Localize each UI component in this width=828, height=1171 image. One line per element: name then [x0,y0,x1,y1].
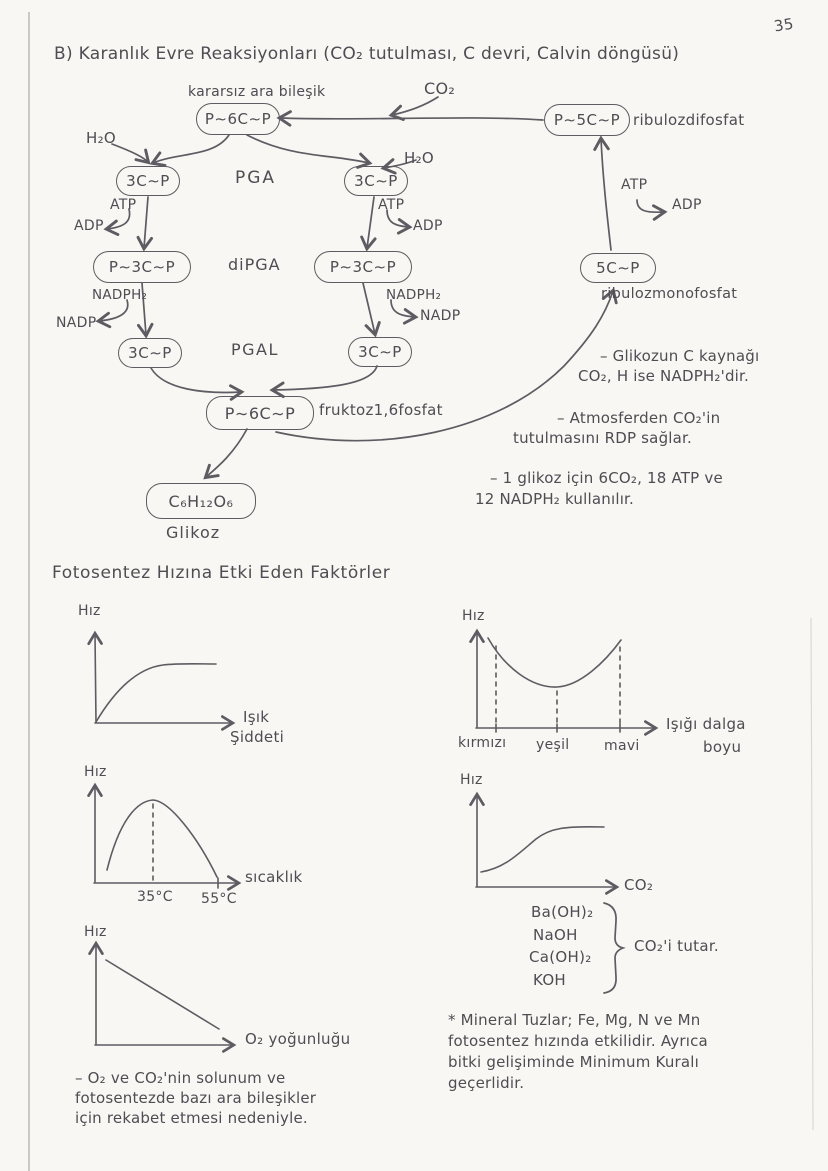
node-p6cp-bottom: P∼6C∼P [206,396,314,430]
node-p5cp-text: P∼5C∼P [553,111,621,129]
graph-light-axes [87,630,236,731]
h2o-left-label: H₂O [86,129,116,147]
adp-label-left: ADP [74,218,104,234]
minerals-note-line1: * Mineral Tuzlar; Fe, Mg, N ve Mn [448,1011,701,1029]
graph-wavelength-tick-blue: mavi [604,738,640,754]
graph-wavelength-tick-green: yeşil [536,737,570,753]
node-p5cp: P∼5C∼P [544,104,630,136]
nadph2-label-right: NADPH₂ [386,287,442,303]
node-3cp-text: 3C∼P [126,172,170,190]
node-p6cp-bottom-text: P∼6C∼P [224,403,296,423]
note-glucose-source-line2: CO₂, H ise NADPH₂'dir. [578,367,749,385]
graph-temperature-tick-55: 55°C [201,891,237,907]
node-p3cp-text: P∼3C∼P [329,258,397,276]
graph-co2-ylabel: Hız [460,772,483,788]
node-3cp-left-bottom: 3C∼P [118,338,182,368]
graph-light-xlabel-line1: Işık [243,708,270,726]
dipga-label: diPGA [228,255,281,274]
node-p6cp-top-text: P∼6C∼P [204,110,272,128]
note-rdp-line1: – Atmosferden CO₂'in [557,409,721,427]
node-glucose-formula: C₆H₁₂O₆ [146,483,256,519]
node-p6cp-top: P∼6C∼P [196,103,280,135]
absorber-baoh2: Ba(OH)₂ [531,903,594,921]
pga-label: PGA [235,168,277,188]
node-3cp-text: 3C∼P [128,344,172,362]
fructose-16-phosphate-label: fruktoz1,6fosfat [319,401,443,419]
co2-input-label: CO₂ [424,79,456,98]
graph-light-xlabel-line2: Şiddeti [230,728,285,746]
graph-light-ylabel: Hız [78,603,101,619]
atp-label-left: ATP [110,197,137,213]
graph-o2-axes [88,940,237,1053]
pgal-label: PGAL [231,340,279,359]
atp-label-right: ATP [378,197,405,213]
graph-wavelength-xlabel-line1: Işığı dalga [666,715,746,733]
note-stoichiometry-line2: 12 NADPH₂ kullanılır. [475,490,635,508]
graph-wavelength-xlabel-line2: boyu [703,738,742,756]
absorber-caoh2: Ca(OH)₂ [529,948,592,966]
absorber-naoh: NaOH [533,926,578,944]
glucose-formula-text: C₆H₁₂O₆ [168,491,234,511]
node-3cp-text: 3C∼P [354,172,398,190]
graph-wavelength-tick-red: kırmızı [458,735,507,751]
ribulose-monophosphate-label: ribulozmonofosfat [601,286,738,302]
factors-heading: Fotosentez Hızına Etki Eden Faktörler [52,563,391,583]
minerals-note-line4: geçerlidir. [448,1074,525,1092]
graph-temperature-ylabel: Hız [84,764,107,780]
minerals-note-line2: fotosentez hızında etkilidir. Ayrıca [448,1032,708,1050]
calvin-cycle-arrows [95,96,668,480]
graph-co2-xlabel: CO₂ [624,876,654,894]
page-margin-lines [28,12,814,1171]
o2-reason-line2: fotosentezde bazı ara bileşikler [75,1089,317,1107]
page-title: B) Karanlık Evre Reaksiyonları (CO₂ tutu… [54,44,680,64]
h2o-right-label: H₂O [404,149,434,167]
node-3cp-left-top: 3C∼P [116,166,180,196]
o2-reason-line3: için rekabet etmesi nedeniyle. [75,1109,308,1127]
minerals-note-line3: bitki gelişiminde Minimum Kuralı [448,1053,700,1071]
adp-label-cycle: ADP [672,197,702,213]
page-number: 35 [772,14,795,36]
node-3cp-right-top: 3C∼P [344,166,408,196]
nadph2-label-left: NADPH₂ [92,287,148,303]
node-p3cp-left: P∼3C∼P [93,251,191,283]
node-3cp-right-bottom: 3C∼P [348,337,412,367]
graph-temperature-xlabel: sıcaklık [245,868,303,886]
adp-label-right: ADP [413,218,443,234]
graph-temperature-axes [87,782,242,891]
o2-reason-line1: – O₂ ve CO₂'nin solunum ve [75,1069,286,1087]
node-5cp: 5C∼P [580,253,656,283]
note-stoichiometry-line1: – 1 glikoz için 6CO₂, 18 ATP ve [490,469,723,487]
node-p3cp-text: P∼3C∼P [108,258,176,276]
graph-wavelength-axes [469,628,659,736]
node-5cp-text: 5C∼P [596,259,640,277]
absorbers-note: CO₂'i tutar. [634,937,719,955]
ribulose-diphosphate-label: ribulozdifosfat [633,111,745,129]
node-p3cp-right: P∼3C∼P [314,251,412,283]
graph-temperature-tick-35: 35°C [137,889,173,905]
note-glucose-source-line1: – Glikozun C kaynağı [600,347,760,365]
graph-o2-ylabel: Hız [84,924,107,940]
graph-wavelength-ylabel: Hız [462,608,485,624]
glucose-label: Glikoz [166,523,221,542]
absorbers-brace [603,902,626,994]
nadp-label-right: NADP [420,308,461,324]
absorber-koh: KOH [533,971,567,989]
unstable-intermediate-label: kararsız ara bileşik [188,84,326,100]
atp-label-cycle: ATP [621,177,648,193]
note-rdp-line2: tutulmasını RDP sağlar. [513,429,693,447]
node-3cp-text: 3C∼P [358,343,402,361]
graph-o2-xlabel: O₂ yoğunluğu [245,1030,351,1048]
nadp-label-left: NADP [56,315,97,331]
graph-co2-axes [469,791,620,895]
